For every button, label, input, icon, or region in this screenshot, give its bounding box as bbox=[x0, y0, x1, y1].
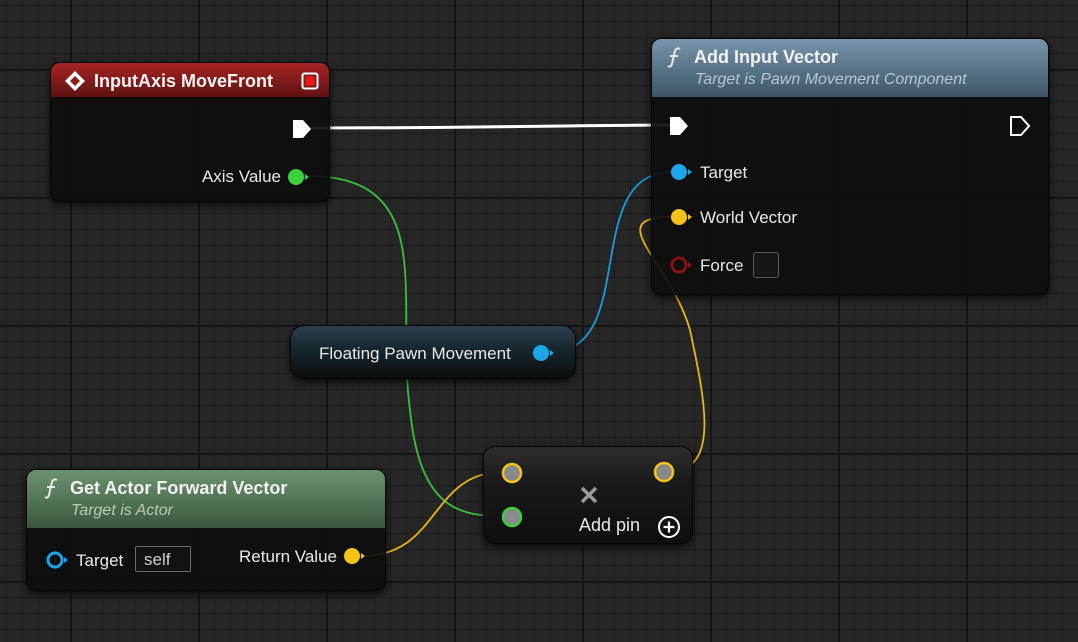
node-subtitle: Target is Pawn Movement Component bbox=[695, 71, 967, 88]
node-title: Get Actor Forward Vector bbox=[70, 478, 288, 498]
exec-wire[interactable] bbox=[307, 123, 671, 130]
force-checkbox[interactable] bbox=[753, 252, 779, 278]
plus-circle-icon[interactable] bbox=[657, 515, 681, 539]
function-f-icon bbox=[44, 478, 58, 499]
target-label: Target bbox=[76, 551, 124, 570]
node-header[interactable]: Get Actor Forward Vector Target is Actor bbox=[27, 470, 385, 528]
floating-pawn-movement-node[interactable]: Floating Pawn Movement bbox=[290, 325, 576, 379]
node-subtitle: Target is Actor bbox=[71, 502, 173, 519]
function-f-icon bbox=[667, 47, 681, 68]
world-vector-label: World Vector bbox=[700, 208, 798, 227]
object-wire[interactable] bbox=[549, 171, 673, 353]
x-remove-icon[interactable] bbox=[580, 486, 598, 504]
add-input-vector-node[interactable]: Add Input Vector Target is Pawn Movement… bbox=[651, 38, 1049, 295]
node-title: Add Input Vector bbox=[694, 47, 838, 67]
inputaxis-movefront-node[interactable]: InputAxis MoveFront Axis Value bbox=[50, 62, 330, 202]
return-value-pin[interactable] bbox=[342, 546, 366, 566]
target-pin[interactable] bbox=[45, 550, 69, 570]
get-actor-forward-vector-node[interactable]: Get Actor Forward Vector Target is Actor… bbox=[26, 469, 386, 591]
force-label: Force bbox=[700, 256, 744, 275]
target-self-text: self bbox=[144, 550, 171, 569]
float-input-pin[interactable] bbox=[501, 506, 523, 528]
target-label: Target bbox=[700, 163, 748, 182]
node-title: Floating Pawn Movement bbox=[319, 344, 511, 363]
node-header[interactable]: Add Input Vector Target is Pawn Movement… bbox=[652, 39, 1048, 97]
red-square-delegate-icon[interactable] bbox=[301, 72, 319, 90]
multiply-node[interactable]: Add pin bbox=[483, 446, 693, 544]
axis-value-pin[interactable] bbox=[286, 167, 310, 187]
exec-out-pin[interactable] bbox=[291, 118, 313, 140]
vector-wire-return[interactable] bbox=[361, 471, 504, 557]
force-pin[interactable] bbox=[669, 255, 693, 275]
target-pin[interactable] bbox=[669, 162, 693, 182]
add-pin-label[interactable]: Add pin bbox=[579, 515, 641, 535]
diamond-event-icon bbox=[65, 71, 85, 91]
vector-output-pin[interactable] bbox=[653, 461, 675, 483]
exec-in-pin[interactable] bbox=[668, 115, 690, 137]
exec-out-pin[interactable] bbox=[1009, 115, 1031, 137]
world-vector-pin[interactable] bbox=[669, 207, 693, 227]
node-header[interactable]: InputAxis MoveFront bbox=[51, 63, 329, 97]
target-self-field[interactable]: self bbox=[135, 546, 191, 572]
node-title: InputAxis MoveFront bbox=[94, 71, 273, 91]
return-value-label: Return Value bbox=[239, 547, 337, 566]
axis-value-label: Axis Value bbox=[201, 167, 281, 186]
vector-input-pin[interactable] bbox=[501, 462, 523, 484]
vector-wire-world[interactable] bbox=[639, 216, 706, 472]
floating-pawn-output-pin[interactable] bbox=[531, 343, 555, 363]
